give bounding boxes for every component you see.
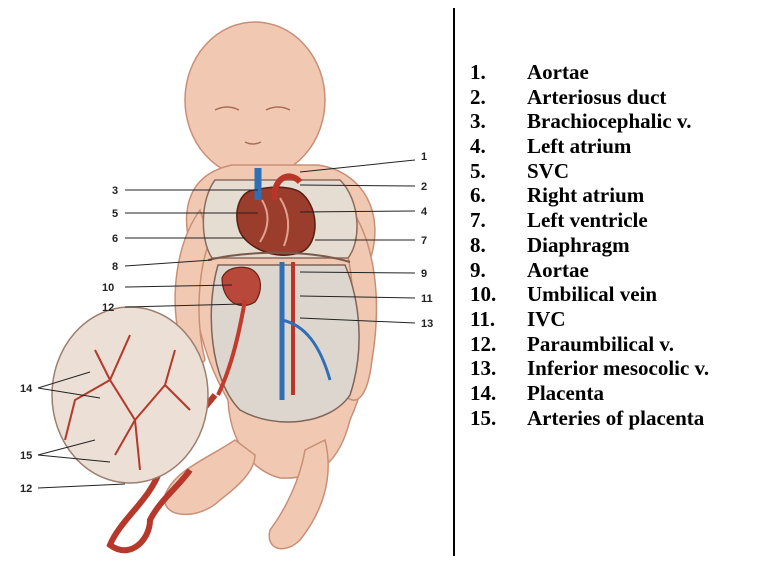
legend-label: SVC (527, 159, 569, 183)
legend-number: 5. (470, 159, 527, 184)
legend-label: Right atrium (527, 183, 644, 207)
legend-item: 8.Diaphragm (470, 233, 709, 258)
legend-label: Aortae (527, 60, 589, 84)
legend-list: 1.Aortae 2.Arteriosus duct 3.Brachioceph… (470, 60, 709, 430)
legend-item: 4.Left atrium (470, 134, 709, 159)
legend-item: 2.Arteriosus duct (470, 85, 709, 110)
callout-6: 6 (112, 233, 118, 245)
callout-12-cord: 12 (20, 483, 32, 495)
legend-label: Paraumbilical v. (527, 332, 674, 356)
legend-item: 7.Left ventricle (470, 208, 709, 233)
legend-number: 12. (470, 332, 527, 357)
legend-item: 15.Arteries of placenta (470, 406, 709, 431)
legend-item: 10.Umbilical vein (470, 282, 709, 307)
callout-12: 12 (102, 302, 114, 314)
callout-9: 9 (421, 268, 427, 280)
callout-1: 1 (421, 151, 427, 163)
callout-3: 3 (112, 185, 118, 197)
legend-number: 15. (470, 406, 527, 431)
legend-number: 9. (470, 258, 527, 283)
legend-label: IVC (527, 307, 566, 331)
legend-item: 6.Right atrium (470, 183, 709, 208)
callout-15: 15 (20, 450, 32, 462)
legend-label: Diaphragm (527, 233, 630, 257)
callout-5: 5 (112, 208, 118, 220)
fetal-circulation-illustration: 1 2 3 4 5 6 7 8 9 10 11 12 13 14 15 12 (0, 0, 455, 563)
legend-item: 5.SVC (470, 159, 709, 184)
legend-label: Arteries of placenta (527, 406, 704, 430)
legend-item: 12.Paraumbilical v. (470, 332, 709, 357)
vertical-divider (453, 8, 455, 556)
legend-label: Umbilical vein (527, 282, 657, 306)
legend-label: Brachiocephalic v. (527, 109, 692, 133)
legend-number: 14. (470, 381, 527, 406)
legend-label: Left ventricle (527, 208, 648, 232)
fetus-head (185, 22, 325, 178)
legend-label: Aortae (527, 258, 589, 282)
legend-label: Inferior mesocolic v. (527, 356, 709, 380)
legend-number: 10. (470, 282, 527, 307)
legend-label: Left atrium (527, 134, 631, 158)
legend-label: Placenta (527, 381, 604, 405)
legend-item: 3.Brachiocephalic v. (470, 109, 709, 134)
legend-number: 8. (470, 233, 527, 258)
legend-item: 13.Inferior mesocolic v. (470, 356, 709, 381)
legend-number: 2. (470, 85, 527, 110)
legend-item: 14.Placenta (470, 381, 709, 406)
callout-14: 14 (20, 383, 33, 395)
callout-8: 8 (112, 261, 118, 273)
legend-item: 9.Aortae (470, 258, 709, 283)
callout-13: 13 (421, 318, 433, 330)
callout-10: 10 (102, 282, 114, 294)
callout-11: 11 (421, 293, 433, 305)
legend-number: 1. (470, 60, 527, 85)
legend-number: 11. (470, 307, 527, 332)
legend-number: 7. (470, 208, 527, 233)
placenta (52, 307, 208, 483)
legend-item: 11.IVC (470, 307, 709, 332)
legend-number: 3. (470, 109, 527, 134)
callout-7: 7 (421, 235, 427, 247)
legend-number: 6. (470, 183, 527, 208)
legend-number: 13. (470, 356, 527, 381)
callout-2: 2 (421, 181, 427, 193)
callout-4: 4 (421, 206, 428, 218)
legend-label: Arteriosus duct (527, 85, 666, 109)
legend-item: 1.Aortae (470, 60, 709, 85)
legend-number: 4. (470, 134, 527, 159)
